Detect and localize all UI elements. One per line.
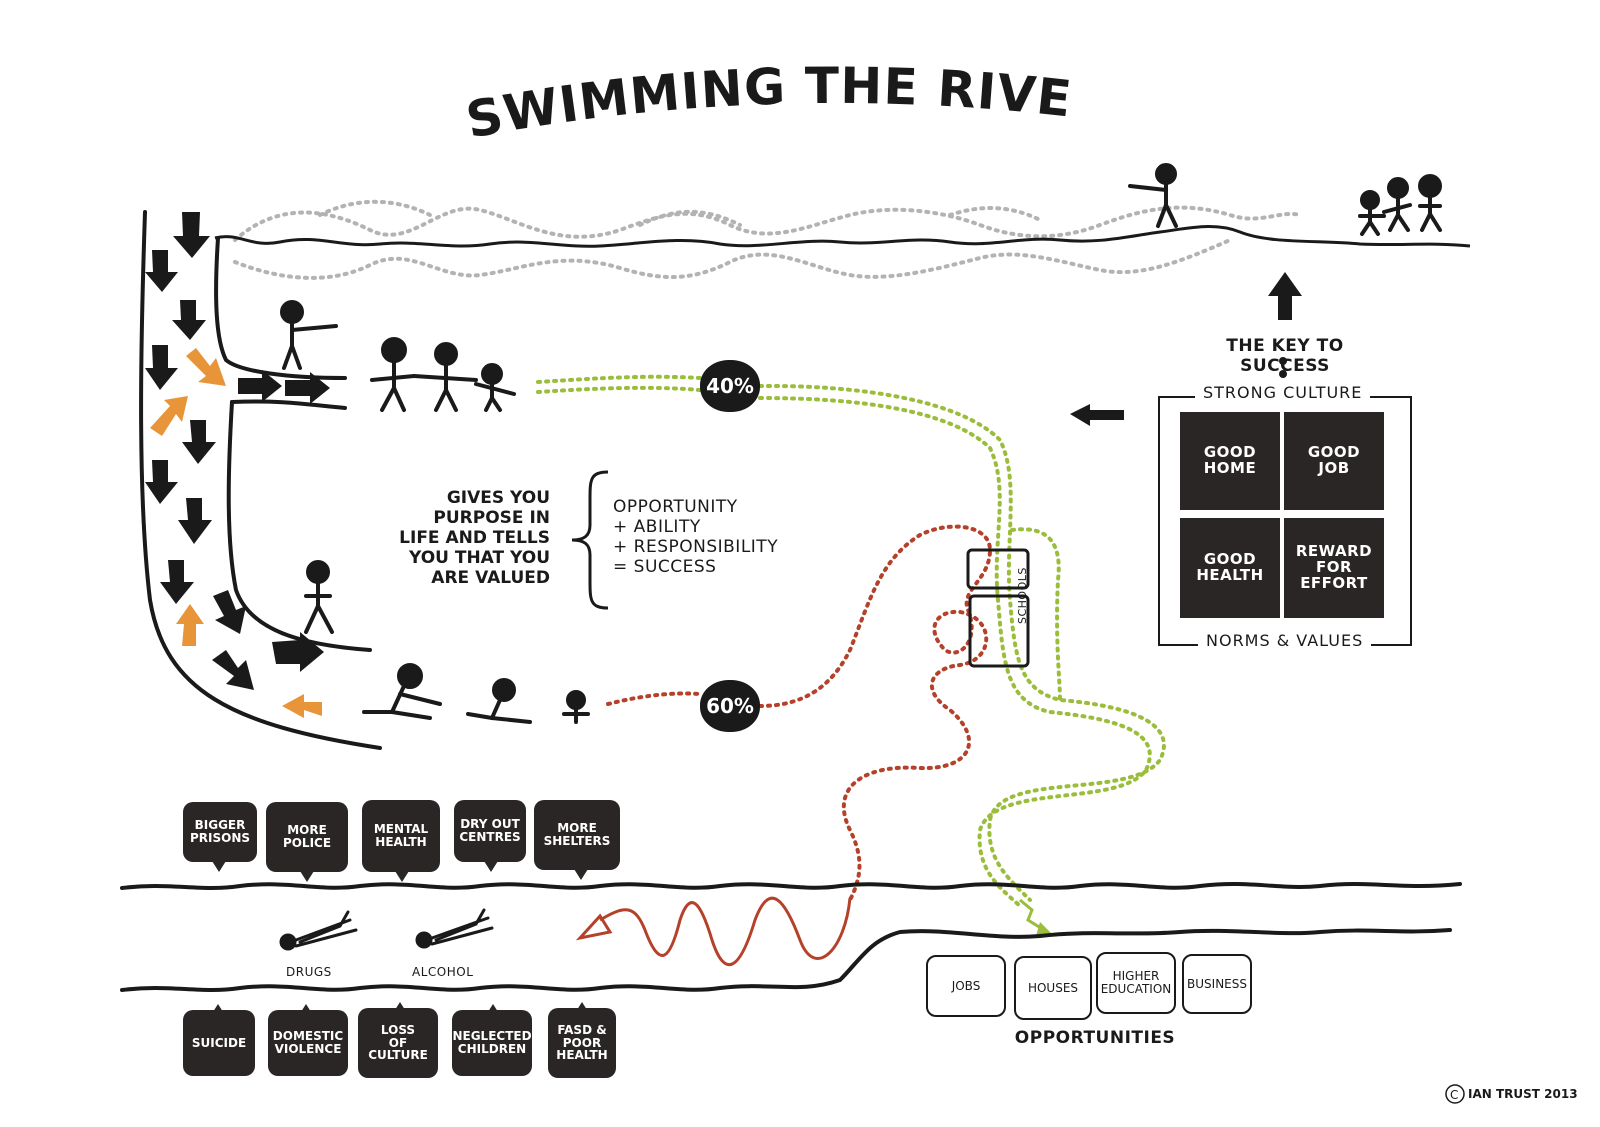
percent-badge-top: 40% — [700, 360, 760, 412]
response-bubble-dry-out-centres: DRY OUT CENTRES — [454, 800, 526, 862]
response-bubble-tail — [574, 869, 588, 880]
river-label-drugs: DRUGS — [286, 965, 332, 979]
opportunity-higher-education: HIGHER EDUCATION — [1096, 952, 1176, 1014]
success-formula: OPPORTUNITY + ABILITY + RESPONSIBILITY =… — [613, 497, 779, 577]
percent-badge-bottom: 60% — [700, 680, 760, 732]
left-arrow — [1070, 404, 1124, 426]
purpose-statement: GIVES YOU PURPOSE IN LIFE AND TELLS YOU … — [399, 488, 550, 588]
norms-values-label: NORMS & VALUES — [1198, 631, 1372, 650]
green-path — [536, 374, 1166, 908]
response-bubble-more-police: MORE POLICE — [266, 802, 348, 872]
copyright-text: IAN TRUST 2013 — [1468, 1087, 1578, 1101]
consequence-bubble-neglected-children: NEGLECTED CHILDREN — [452, 1010, 532, 1076]
culture-cell-good-health: GOOD HEALTH — [1180, 518, 1280, 618]
strong-culture-label: STRONG CULTURE — [1195, 383, 1371, 402]
red-squiggle — [599, 896, 852, 966]
response-bubble-tail — [484, 861, 498, 872]
schools-building — [966, 548, 1030, 668]
green-arrow-end — [1019, 898, 1045, 932]
top-right-figures — [1128, 163, 1442, 236]
response-bubble-tail — [395, 871, 409, 882]
upper-dotted-waves — [233, 199, 1302, 280]
upper-riverbank — [214, 225, 1471, 248]
response-bubble-bigger-prisons: BIGGER PRISONS — [183, 802, 257, 862]
lower-riverbanks — [120, 882, 1462, 992]
current-arrows — [145, 212, 330, 690]
upper-exit-figures — [280, 300, 516, 412]
green-arrowhead — [1036, 922, 1052, 936]
culture-cell-good-job: GOOD JOB — [1284, 412, 1384, 510]
response-bubble-tail — [300, 871, 314, 882]
key-to-success-label: THE KEY TO SUCCESS — [1226, 336, 1344, 376]
drowning-figures — [279, 908, 494, 951]
schools-label: SCHOOLS — [1016, 567, 1029, 624]
opportunity-houses: HOUSES — [1014, 956, 1092, 1020]
response-bubble-more-shelters: MORE SHELTERS — [534, 800, 620, 870]
diagram-title: SWIMMING THE RIVER — [0, 0, 1075, 150]
red-arrowhead — [575, 913, 613, 941]
curly-brace — [571, 470, 609, 610]
consequence-bubble-fasd-poor-health: FASD & POOR HEALTH — [548, 1008, 616, 1078]
consequence-bubble-domestic-violence: DOMESTIC VIOLENCE — [268, 1010, 348, 1076]
opportunity-business: BUSINESS — [1182, 954, 1252, 1014]
culture-cell-reward-for-effort: REWARD FOR EFFORT — [1284, 518, 1384, 618]
consequence-bubble-loss-of-culture: LOSS OF CULTURE — [358, 1008, 438, 1078]
opportunity-jobs: JOBS — [926, 955, 1006, 1017]
opportunities-label: OPPORTUNITIES — [1014, 1028, 1176, 1048]
red-path — [606, 524, 993, 902]
orange-arrows — [150, 348, 322, 718]
up-arrow — [1268, 272, 1302, 320]
response-bubble-mental-health: MENTAL HEALTH — [362, 800, 440, 872]
lower-figures — [304, 560, 590, 724]
response-bubble-tail — [212, 861, 226, 872]
culture-cell-good-home: GOOD HOME — [1180, 412, 1280, 510]
river-channel — [139, 210, 382, 750]
river-label-alcohol: ALCOHOL — [412, 965, 474, 979]
copyright-icon — [1445, 1084, 1465, 1104]
colon-dots — [1279, 357, 1287, 378]
consequence-bubble-suicide: SUICIDE — [183, 1010, 255, 1076]
copyright-c-glyph: C — [1450, 1088, 1458, 1102]
